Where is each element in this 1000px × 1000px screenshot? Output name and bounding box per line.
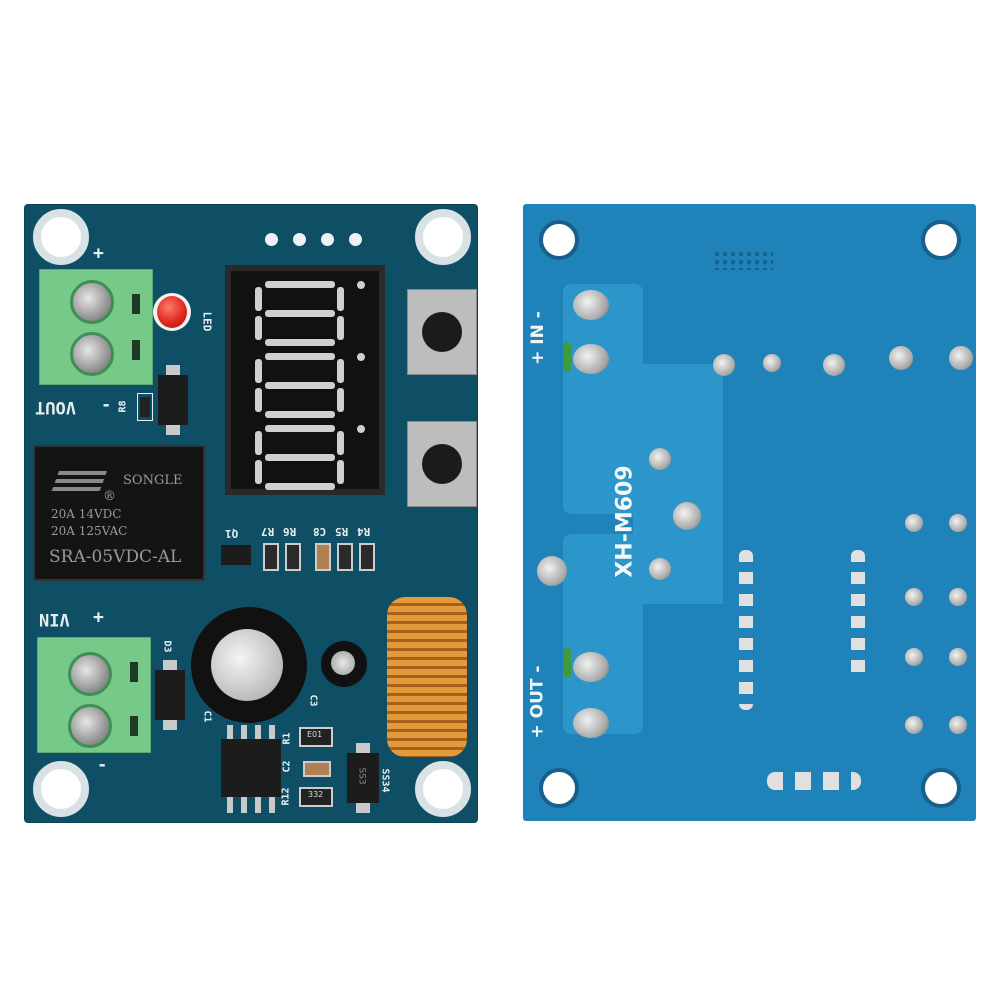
button-bottom[interactable] <box>407 421 477 507</box>
q1-label: Q1 <box>225 527 239 540</box>
schottky-diode-ss34: SS3 <box>347 743 379 813</box>
songle-relay: SONGLE ® 20A 14VDC 20A 125VAC SRA-05VDC-… <box>33 445 205 581</box>
joint-column <box>703 344 973 744</box>
capacitor-c2 <box>303 761 331 777</box>
smd-diode-d3 <box>155 660 185 730</box>
header-pads <box>265 233 365 247</box>
vout-screw-minus[interactable] <box>70 332 114 376</box>
vout-plus-label: + <box>93 243 104 264</box>
relay-model: SRA-05VDC-AL <box>49 547 182 567</box>
transistor-q1 <box>221 545 251 565</box>
back-mount-hole-tl <box>539 220 579 260</box>
display-digit-2 <box>255 353 355 418</box>
led-label: LED <box>200 311 214 332</box>
relay-brand: SONGLE <box>123 473 183 488</box>
back-mount-hole-bl <box>539 768 579 808</box>
solder-relay-1 <box>649 448 671 470</box>
in-trace <box>563 284 643 514</box>
smd-diode-top <box>158 365 188 435</box>
front-pcb: + VOUT - LED R8 <box>25 205 477 822</box>
solder-side <box>537 556 567 586</box>
vin-label: VIN <box>39 609 70 629</box>
r12-label: R12 <box>280 787 292 806</box>
mount-hole-bottom-right <box>415 761 471 817</box>
songle-logo <box>50 471 108 493</box>
capacitor-c3 <box>321 641 367 687</box>
back-mount-hole-tr <box>921 220 961 260</box>
seven-segment-display <box>225 265 385 495</box>
solder-relay-2 <box>673 502 701 530</box>
relay-rating-dc: 20A 14VDC <box>51 507 122 521</box>
display-digit-3 <box>255 425 355 490</box>
button-top[interactable] <box>407 289 477 375</box>
diag-trace <box>633 364 723 604</box>
relay-registered: ® <box>103 489 116 504</box>
mount-hole-top-right <box>415 209 471 265</box>
mount-hole-top-left <box>33 209 89 265</box>
ic-pin-column-left <box>739 550 753 710</box>
vin-screw-plus[interactable] <box>68 652 112 696</box>
solder-relay-3 <box>649 558 671 580</box>
c2-label: C2 <box>281 760 293 773</box>
r1-label: R1 <box>281 732 293 745</box>
button-top-cap[interactable] <box>422 312 462 352</box>
vin-terminal-block <box>37 637 151 753</box>
back-mount-hole-br <box>921 768 961 808</box>
dot-pattern <box>713 250 773 270</box>
vout-screw-plus[interactable] <box>70 280 114 324</box>
resistor-r8 <box>137 393 153 421</box>
in-label: + IN - <box>527 311 548 365</box>
solder-in-minus <box>573 290 609 320</box>
resistor-r12: 332 <box>299 787 333 807</box>
display-digit-1 <box>255 281 355 346</box>
c3-label: C3 <box>307 694 319 707</box>
resistor-r1: E01 <box>299 727 333 747</box>
smd-row: R7 R6 C8 R5 R4 <box>255 525 385 575</box>
vout-terminal-block <box>39 269 153 385</box>
vin-screw-minus[interactable] <box>68 704 112 748</box>
mount-hole-bottom-left <box>33 761 89 817</box>
toroid-inductor <box>387 597 467 757</box>
back-pcb: + IN - + OUT - XH-M609 <box>523 204 976 821</box>
ic-pin-column-right <box>851 550 865 680</box>
r8-label: R8 <box>117 400 129 413</box>
relay-rating-ac: 20A 125VAC <box>51 524 128 538</box>
out-trace <box>563 534 643 734</box>
solder-out-plus <box>573 708 609 738</box>
d3-label: D3 <box>161 640 173 653</box>
button-bottom-cap[interactable] <box>422 444 462 484</box>
ss34-label: SS34 <box>379 768 391 793</box>
capacitor-c1 <box>191 607 307 723</box>
vout-minus-label: - <box>101 395 112 415</box>
out-label: + OUT - <box>527 665 548 739</box>
bottom-header <box>767 772 861 790</box>
solder-out-minus <box>573 652 609 682</box>
solder-in-plus <box>573 344 609 374</box>
vin-minus-label: - <box>97 755 108 775</box>
vout-label: VOUT <box>35 397 76 417</box>
vin-plus-label: + <box>93 607 104 628</box>
c1-label: C1 <box>201 710 213 723</box>
ic-chip <box>221 725 281 813</box>
model-label: XH-M609 <box>612 465 638 578</box>
red-led-lens <box>157 296 187 328</box>
